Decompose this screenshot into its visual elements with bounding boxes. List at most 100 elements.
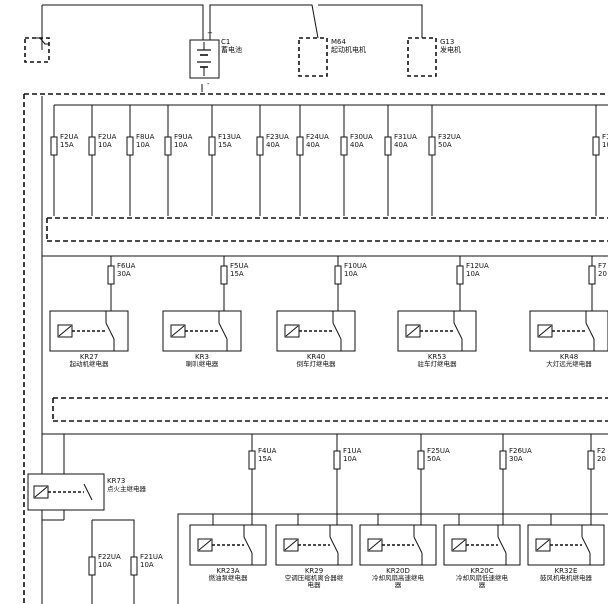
relay-id: KR27 bbox=[80, 353, 98, 361]
relay-name: 燃油泵继电器 bbox=[209, 573, 249, 582]
relay-id: KR3 bbox=[195, 353, 209, 361]
fuse-name: F32UA bbox=[438, 133, 461, 141]
fuse-name: F12UA bbox=[466, 262, 489, 270]
fuse-rating: 20 bbox=[598, 270, 607, 278]
fuse-name: F8UA bbox=[136, 133, 155, 141]
fuse-rating: 30A bbox=[509, 455, 523, 463]
fuse-rating: 15A bbox=[258, 455, 272, 463]
fuse-name: F23UA bbox=[266, 133, 289, 141]
component-name: 蓄电池 bbox=[221, 45, 242, 54]
fuse-name: F25UA bbox=[427, 447, 450, 455]
relay-name: 器 bbox=[395, 581, 402, 589]
fuse-rating: 10A bbox=[98, 561, 112, 569]
fuse-name: F30UA bbox=[350, 133, 373, 141]
fuse-name: F22UA bbox=[98, 553, 121, 561]
relay-name: 点火主继电器 bbox=[107, 484, 147, 493]
relay-id: KR53 bbox=[428, 353, 446, 361]
fuse-rating: 40A bbox=[266, 141, 280, 149]
fuse-rating: 40A bbox=[394, 141, 408, 149]
fuse-rating: 10A bbox=[136, 141, 150, 149]
fuse-rating: 50A bbox=[438, 141, 452, 149]
relay-id: KR23A bbox=[216, 567, 239, 575]
fuse-name: F2UA bbox=[98, 133, 117, 141]
battery-plus-sign: + bbox=[207, 29, 213, 37]
fuse-name: F2 bbox=[597, 447, 605, 455]
component-name: 起动机电机 bbox=[331, 45, 366, 54]
fuse-name: F24UA bbox=[306, 133, 329, 141]
relay-name: 电器 bbox=[308, 580, 322, 589]
relay-name: 驻车灯继电器 bbox=[418, 359, 458, 368]
fuse-rating: 10A bbox=[174, 141, 188, 149]
fuse-rating: 15A bbox=[60, 141, 74, 149]
component-name: 发电机 bbox=[440, 45, 461, 54]
fuse-row-1: F2UA15AF2UA10AF8UA10AF9UA10AF13UA15AF23U… bbox=[50, 105, 608, 216]
fuse-rating: 40A bbox=[350, 141, 364, 149]
fuse: F1510A bbox=[592, 105, 608, 216]
relay-name: 冷却风扇低速继电 bbox=[456, 573, 509, 582]
fuse-rating: 10A bbox=[344, 270, 358, 278]
generator-g13: G13 发电机 bbox=[407, 37, 461, 77]
fuse-rating: 40A bbox=[306, 141, 320, 149]
battery-minus-sign: - bbox=[207, 80, 210, 88]
relay-name: 起动机继电器 bbox=[70, 359, 110, 368]
fuse-rating: 10A bbox=[602, 141, 608, 149]
fuse-name: F6UA bbox=[117, 262, 136, 270]
relay-name: 器 bbox=[479, 581, 486, 589]
relay-name: 鼓风机电机继电器 bbox=[540, 573, 593, 582]
relay-name: 喇叭继电器 bbox=[186, 359, 219, 368]
fuse-name: F21UA bbox=[140, 553, 163, 561]
fuse-name: F13UA bbox=[218, 133, 241, 141]
fuse-name: F2UA bbox=[60, 133, 79, 141]
component-id: C1 bbox=[221, 38, 230, 46]
relay-id: KR73 bbox=[107, 477, 125, 485]
fuse-rating: 10A bbox=[140, 561, 154, 569]
component-id: G13 bbox=[440, 38, 454, 46]
fuse-name: F26UA bbox=[509, 447, 532, 455]
relay-id: KR32E bbox=[555, 567, 578, 575]
relay-id: KR20D bbox=[386, 567, 410, 575]
fuse-name: F9UA bbox=[174, 133, 193, 141]
relay-id: KR48 bbox=[560, 353, 578, 361]
relay-id: KR29 bbox=[305, 567, 323, 575]
relay-row-2: KR27起动机继电器KR3喇叭继电器KR40倒车灯继电器KR53驻车灯继电器KR… bbox=[49, 310, 608, 368]
fuse-name: F31UA bbox=[394, 133, 417, 141]
component-id: M64 bbox=[331, 38, 346, 46]
fuse-name: F10UA bbox=[344, 262, 367, 270]
wires bbox=[23, 4, 608, 604]
relay-id: KR20C bbox=[470, 567, 493, 575]
relay-name: 空调压缩机离合器继 bbox=[285, 573, 344, 582]
fuse-name: F15 bbox=[602, 133, 608, 141]
fuse-rating: 10A bbox=[343, 455, 357, 463]
fuse-rating: 15A bbox=[218, 141, 232, 149]
starter-m64: M64 起动机电机 bbox=[298, 37, 366, 77]
fuse-name: F4UA bbox=[258, 447, 277, 455]
relay-name: 大灯远光继电器 bbox=[546, 359, 592, 368]
